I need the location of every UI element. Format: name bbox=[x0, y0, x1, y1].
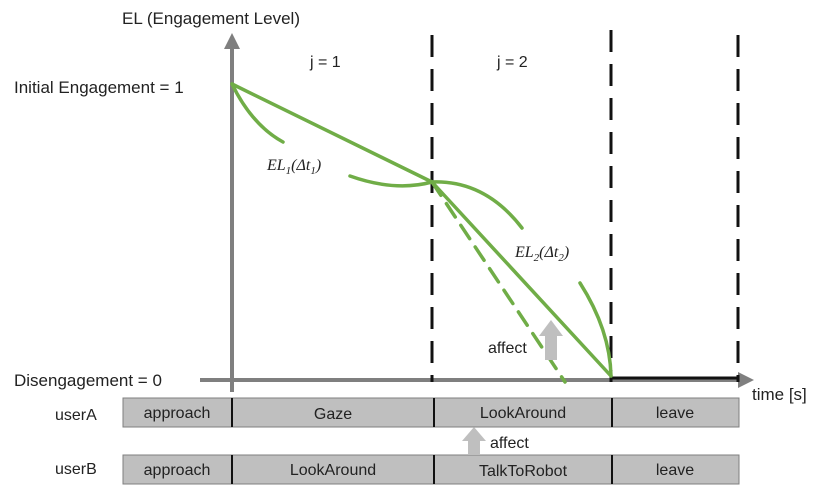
el2-label: EL2(Δt2) bbox=[514, 244, 569, 264]
el1-curve-upper bbox=[230, 82, 285, 144]
el2-curve-upper bbox=[430, 180, 524, 230]
x-axis-label: time [s] bbox=[752, 385, 807, 404]
userA-segment-approach: approach bbox=[144, 405, 211, 422]
affect-label-upper: affect bbox=[488, 340, 527, 357]
affect-arrow-upper bbox=[539, 320, 563, 360]
phase-label-j2: j = 2 bbox=[496, 54, 528, 71]
userA-segment-leave: leave bbox=[656, 405, 694, 422]
phase-label-j1: j = 1 bbox=[309, 54, 341, 71]
userB-segment-leave: leave bbox=[656, 462, 694, 479]
userB-segment-talktorobot: TalkToRobot bbox=[479, 463, 568, 480]
affect-label-lower: affect bbox=[490, 435, 529, 452]
userA-segment-gaze: Gaze bbox=[314, 406, 352, 423]
initial-engagement-label: Initial Engagement = 1 bbox=[14, 78, 184, 97]
userA-segment-lookaround: LookAround bbox=[480, 405, 566, 422]
engagement-linear-segment-1 bbox=[230, 82, 434, 184]
y-axis-arrowhead bbox=[224, 33, 240, 49]
userB-segment-lookaround: LookAround bbox=[290, 462, 376, 479]
disengagement-label: Disengagement = 0 bbox=[14, 371, 162, 390]
userB-label: userB bbox=[55, 461, 97, 478]
y-axis-label: EL (Engagement Level) bbox=[122, 9, 300, 28]
el1-label: EL1(Δt1) bbox=[266, 157, 321, 177]
engagement-linear-segment-2 bbox=[430, 180, 613, 378]
x-axis-arrowhead bbox=[738, 372, 754, 388]
userA-lane bbox=[122, 397, 740, 428]
el1-curve-lower bbox=[348, 174, 434, 188]
affect-arrow-lower bbox=[462, 427, 486, 454]
userB-lane bbox=[122, 454, 740, 485]
userA-label: userA bbox=[55, 407, 97, 424]
userB-segment-approach: approach bbox=[144, 462, 211, 479]
el2-dashed-projection bbox=[430, 180, 567, 384]
el2-curve-lower bbox=[578, 281, 613, 378]
